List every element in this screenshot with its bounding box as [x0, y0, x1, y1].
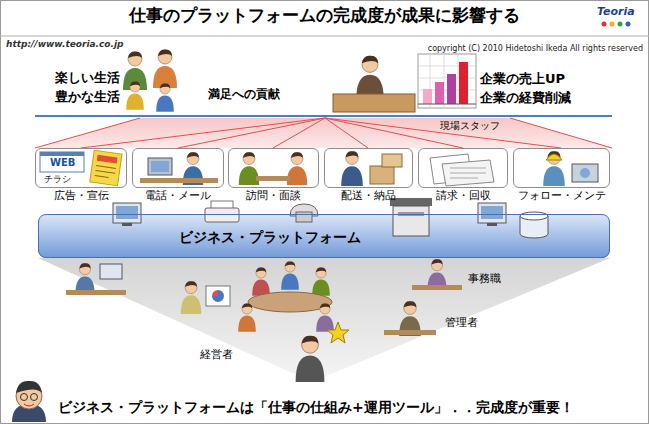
- box-label: 電話・メール: [132, 189, 224, 202]
- box-frame: [132, 148, 224, 188]
- band-title: ビジネス・プラットフォーム: [179, 229, 609, 245]
- activity-box: フォロー・メンテ: [513, 148, 610, 202]
- box-label: 配送・納品: [324, 189, 413, 202]
- box-label: 訪問・面談: [228, 189, 319, 202]
- box-label: 請求・回収: [418, 189, 508, 202]
- label-text: Teoria: [597, 5, 635, 18]
- box-label: 広告・宣伝: [35, 189, 127, 202]
- label-text: http://www.teoria.co.jp: [6, 39, 123, 50]
- activity-box: 電話・メール: [132, 148, 224, 202]
- label-text: 現場スタッフ: [440, 120, 500, 132]
- box-frame: [324, 148, 413, 188]
- label-text: 管理者: [445, 316, 478, 329]
- label-text: 事務職: [468, 272, 501, 285]
- box-frame: [418, 148, 508, 188]
- label-text: 楽しい生活: [55, 70, 120, 86]
- label-text: 経営者: [200, 348, 233, 361]
- box-frame: [228, 148, 319, 188]
- label-text: 企業の経費削減: [480, 90, 571, 106]
- activity-box: 配送・納品: [324, 148, 413, 202]
- label-text: チラシ: [44, 174, 71, 185]
- label-text: 豊かな生活: [55, 89, 120, 105]
- box-frame: [513, 148, 610, 188]
- label-text: copyright (C) 2010 Hidetoshi Ikeda All r…: [428, 44, 643, 54]
- platform-band: ビジネス・プラットフォーム: [38, 214, 610, 258]
- title-text: 仕事のプラットフォームの完成度が成果に影響する: [0, 5, 649, 25]
- label-text: WEB: [50, 157, 75, 169]
- caption-text: ビジネス・プラットフォームは「仕事の仕組み+運用ツール」．．完成度が重要！: [58, 399, 574, 416]
- box-label: フォロー・メンテ: [513, 189, 610, 202]
- activity-box: 訪問・面談: [228, 148, 319, 202]
- box-frame: [35, 148, 127, 188]
- label-text: 企業の売上UP: [480, 71, 565, 87]
- activity-box: 請求・回収: [418, 148, 508, 202]
- label-text: 満足への貢献: [208, 87, 280, 101]
- activity-box: 広告・宣伝: [35, 148, 127, 202]
